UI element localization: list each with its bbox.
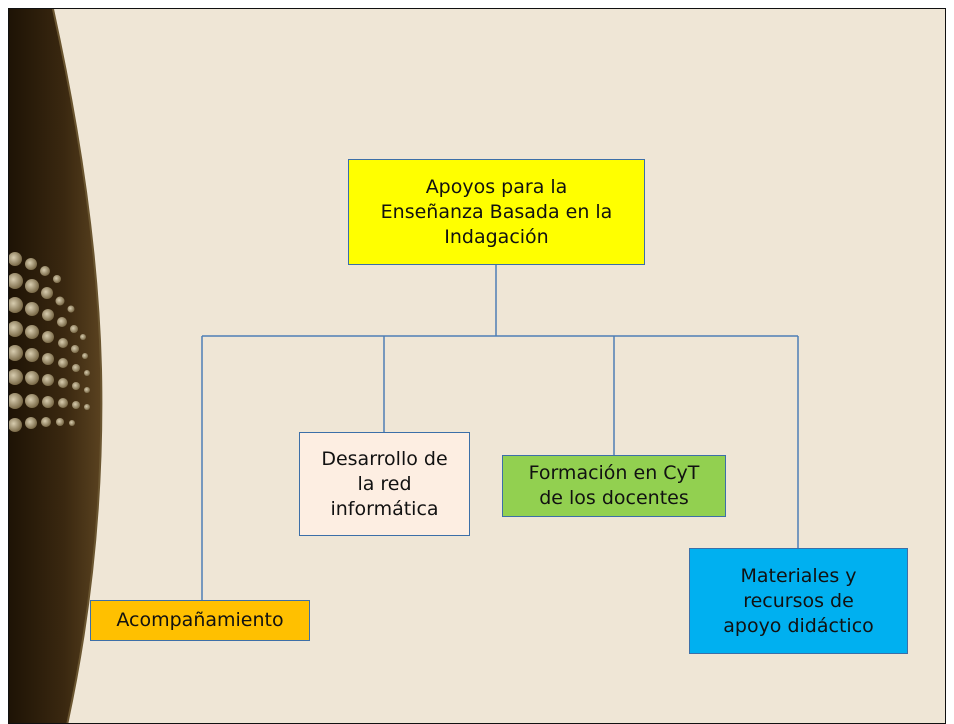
materiales-recursos-line-2: recursos de [743,589,854,612]
acompanamiento-node: Acompañamiento [90,600,310,641]
materiales-recursos-node: Materiales y recursos de apoyo didáctico [689,548,908,654]
connector-lines [201,265,799,600]
formacion-cyt-line-2: de los docentes [539,487,689,509]
decorative-brown-strip [9,9,103,723]
formacion-cyt-line-1: Formación en CyT [528,462,700,484]
slide: Apoyos para la Enseñanza Basada en la In… [8,8,946,724]
red-informatica-line-3: informática [330,497,439,520]
formacion-cyt-node: Formación en CyT de los docentes [502,455,726,517]
root-node-line-2: Enseñanza Basada en la [380,200,613,223]
root-node-line-1: Apoyos para la [425,175,568,198]
materiales-recursos-line-3: apoyo didáctico [723,614,874,637]
red-informatica-line-2: la red [357,472,412,495]
red-informatica-line-1: Desarrollo de [321,447,448,470]
acompanamiento-node-label: Acompañamiento [116,609,284,631]
root-node: Apoyos para la Enseñanza Basada en la In… [348,159,645,265]
red-informatica-node: Desarrollo de la red informática [299,432,470,536]
materiales-recursos-line-1: Materiales y [740,564,857,587]
root-node-line-3: Indagación [444,225,549,248]
